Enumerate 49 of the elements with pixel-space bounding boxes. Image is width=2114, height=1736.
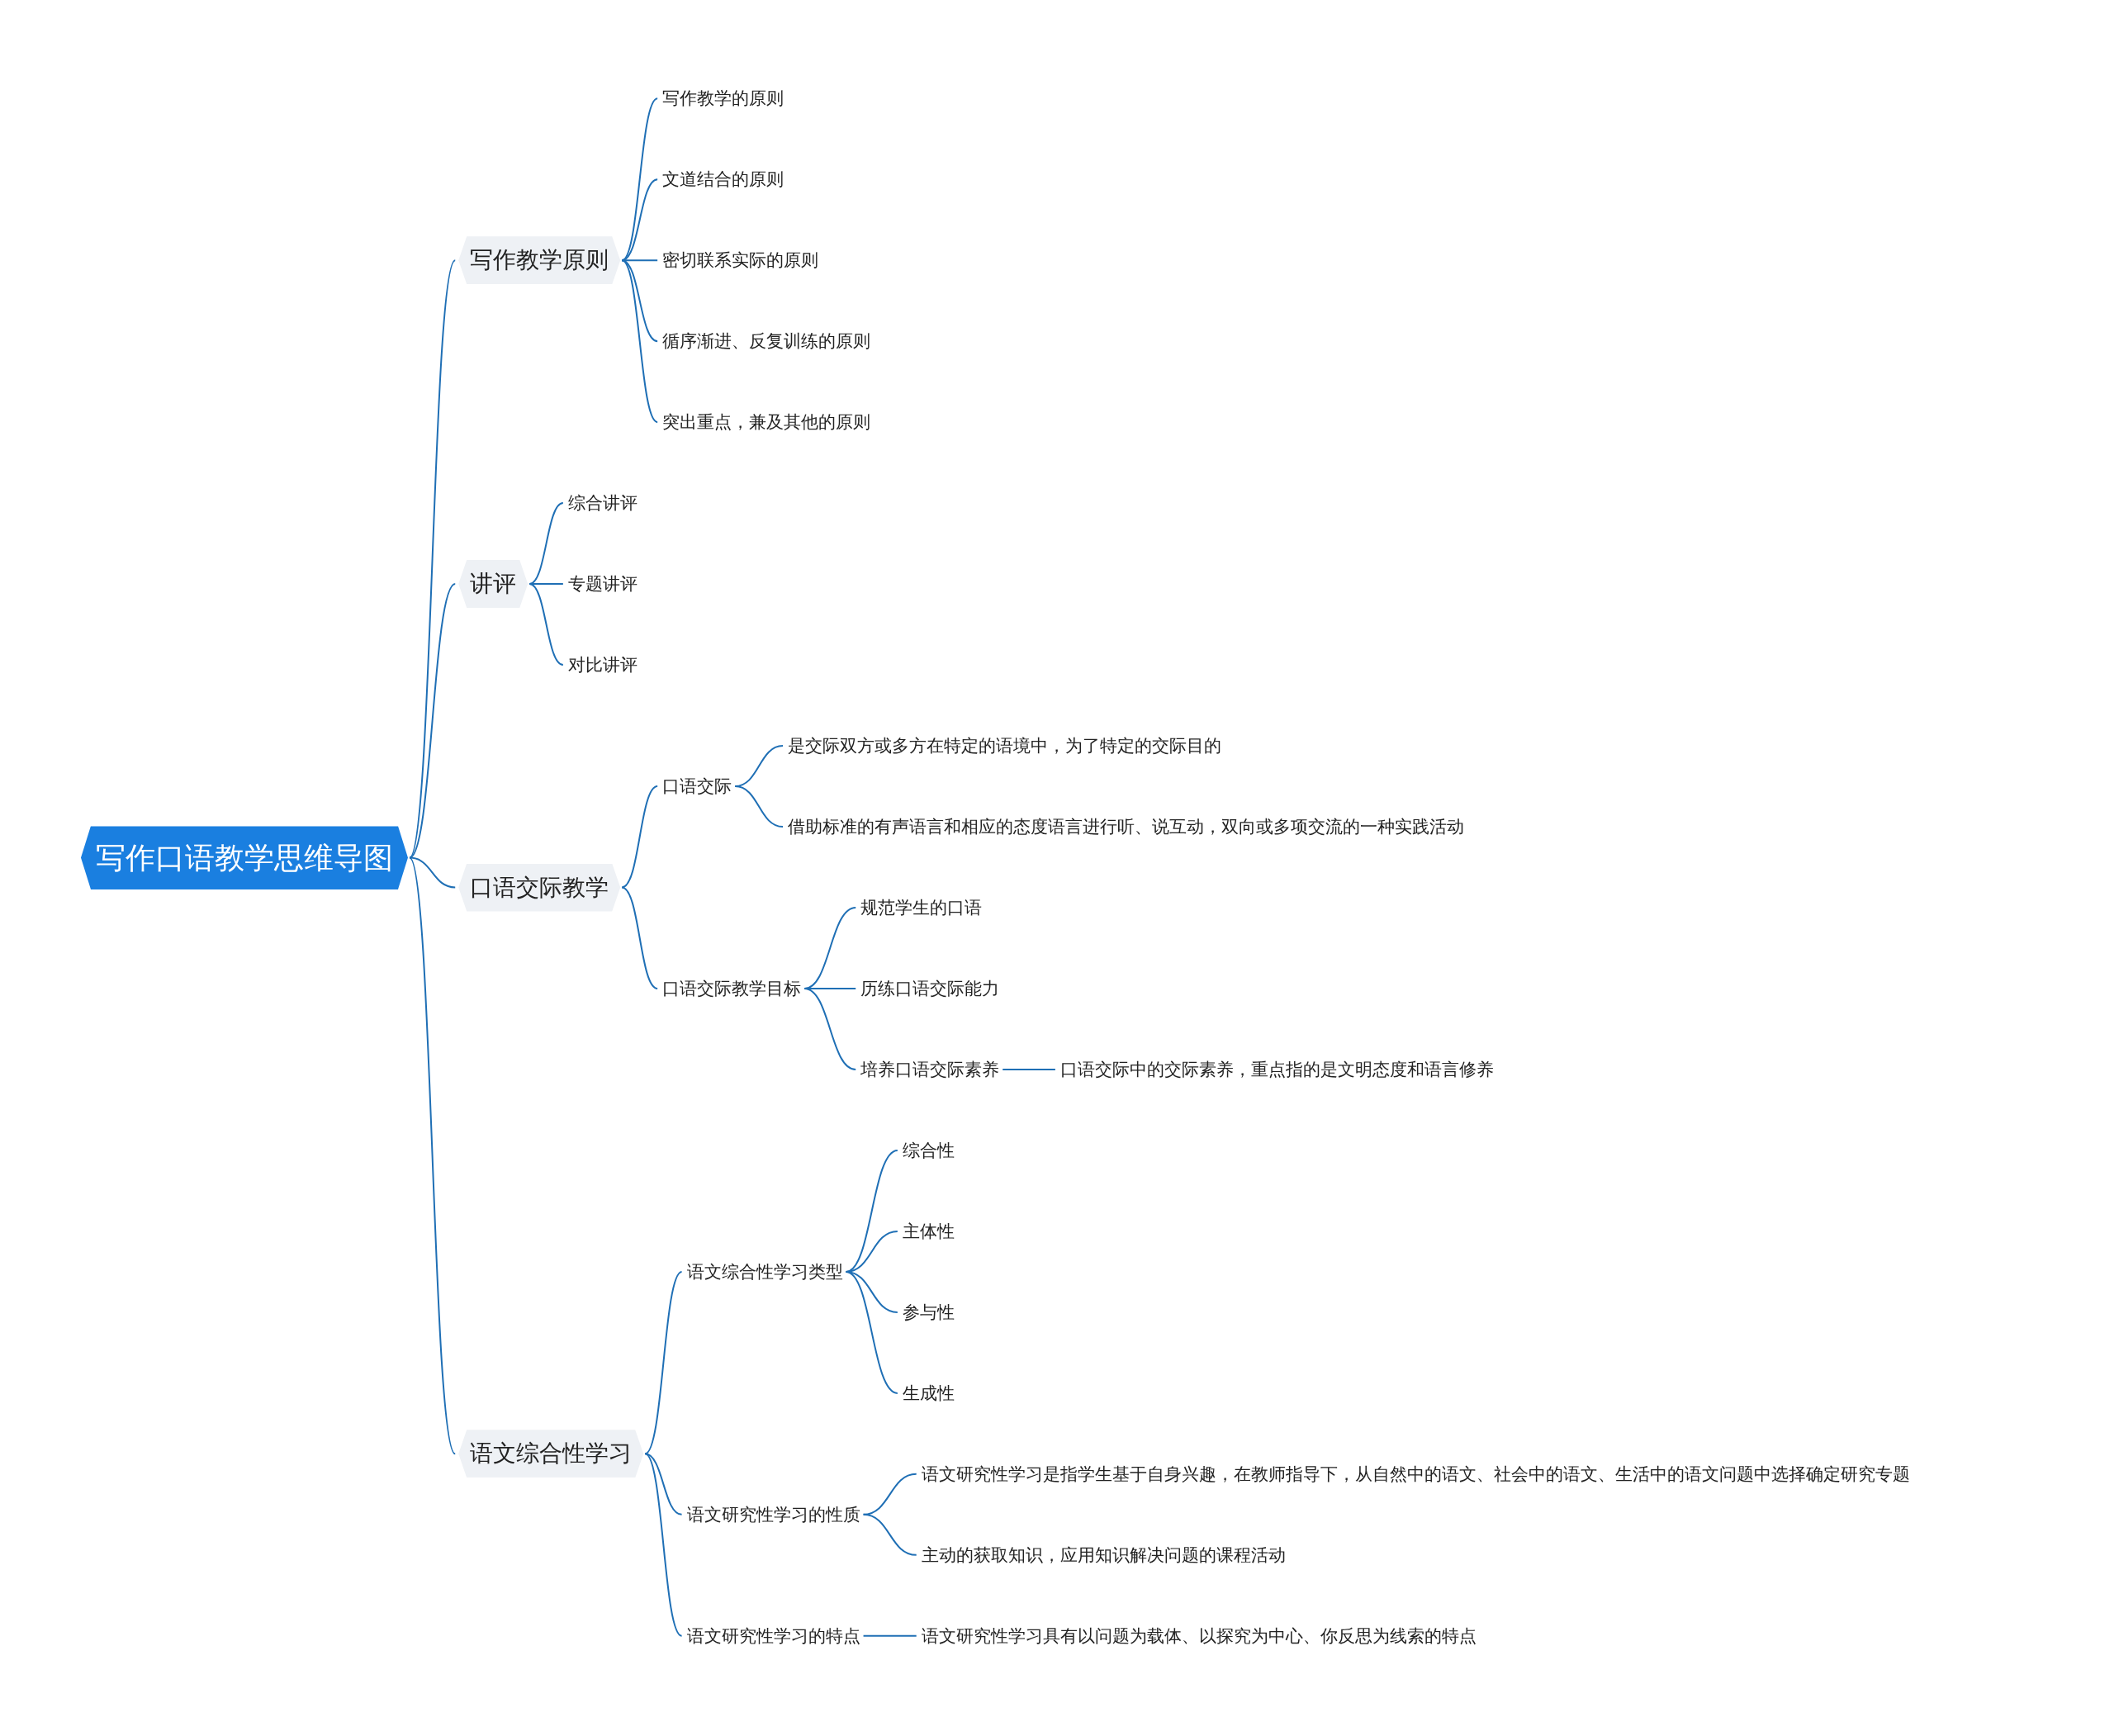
connector-line [1002,1068,1056,1070]
connector-line [528,502,564,586]
subtopic-text: 对比讲评 [566,650,639,681]
connector-line [845,1149,898,1273]
connector-line [621,259,659,262]
subtopic-text: 文道结合的原则 [661,164,786,195]
subtopic-text: 综合性 [900,1135,956,1165]
subtopic-text: 语文综合性学习类型 [685,1256,845,1287]
connector-line [845,1270,898,1394]
connector-line [621,259,659,424]
connector-line [644,1453,683,1637]
subtopic-text: 规范学生的口语 [859,893,984,923]
subtopic-text: 语文研究性学习是指学生基于自身兴趣，在教师指导下，从自然中的语文、社会中的语文、生活中的语文问题中选择确定研究专题 [919,1459,1912,1489]
main-topic: 写作教学原则 [458,236,621,285]
connector-line [803,988,857,1070]
subtopic-text: 语文研究性学习具有以问题为载体、以探究为中心、你反思为线索的特点 [919,1620,1478,1651]
connector-line [621,97,659,262]
subtopic-text: 生成性 [900,1378,956,1408]
subtopic-text: 口语交际 [661,771,734,802]
root-topic: 写作口语教学思维导图 [80,826,408,890]
subtopic-text: 主动的获取知识，应用知识解决问题的课程活动 [919,1539,1287,1570]
subtopic-text: 综合讲评 [566,488,639,519]
subtopic-text: 借助标准的有声语言和相应的态度语言进行听、说互动，双向或多项交流的一种实践活动 [786,812,1467,842]
subtopic-text: 语文研究性学习的性质 [685,1499,862,1530]
subtopic-text: 口语交际教学目标 [661,974,803,1003]
connector-line [408,583,457,859]
subtopic-text: 语文研究性学习的特点 [685,1620,862,1651]
connector-line [621,785,659,889]
connector-line [528,583,564,666]
subtopic-text: 参与性 [900,1297,956,1327]
subtopic-text: 历练口语交际能力 [859,974,1002,1003]
connector-line [862,1634,917,1637]
connector-line [621,886,659,989]
connector-line [644,1270,683,1455]
connector-line [734,785,784,828]
subtopic-text: 突出重点，兼及其他的原则 [661,407,873,438]
subtopic-text: 写作教学的原则 [661,83,786,114]
subtopic-text: 密切联系实际的原则 [661,245,821,276]
subtopic-text: 专题讲评 [566,569,639,600]
main-topic: 口语交际教学 [458,863,621,912]
subtopic-text: 口语交际中的交际素养，重点指的是文明态度和语言修养 [1058,1054,1495,1084]
subtopic-text: 培养口语交际素养 [859,1054,1002,1084]
connector-line [408,856,457,1455]
connector-line [862,1513,917,1556]
main-topic: 语文综合性学习 [458,1430,644,1478]
subtopic-text: 循序渐进、反复训练的原则 [661,326,873,357]
main-topic: 讲评 [458,560,528,609]
subtopic-text: 主体性 [900,1216,956,1246]
subtopic-text: 是交际双方或多方在特定的语境中，为了特定的交际目的 [786,731,1224,761]
